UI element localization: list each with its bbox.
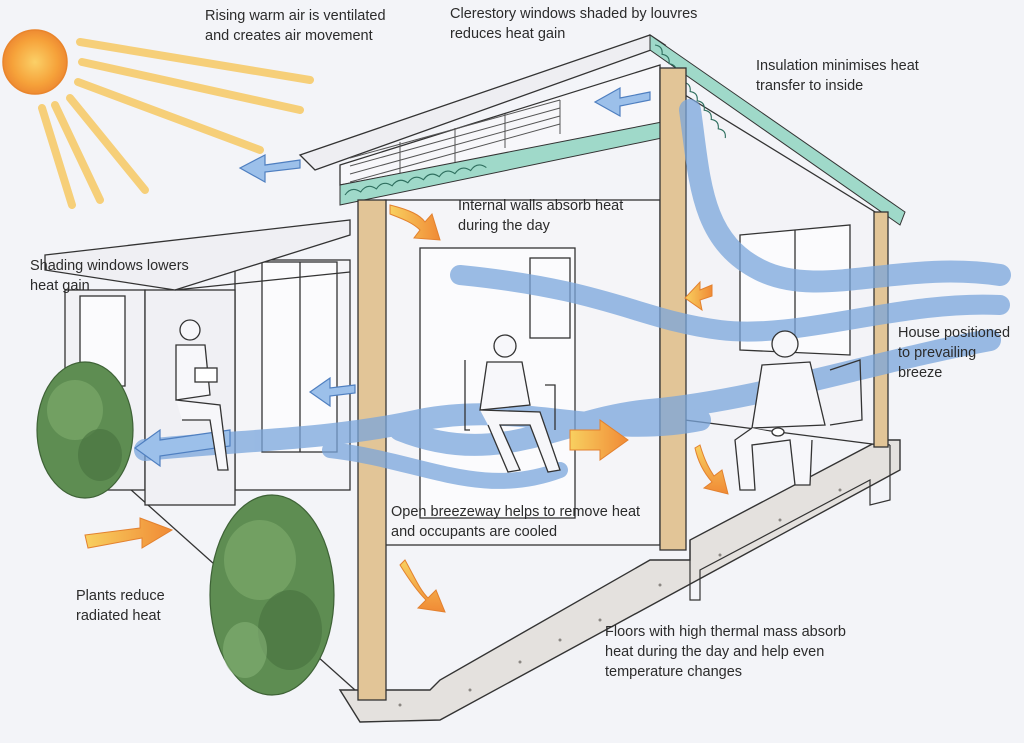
label-line: Clerestory windows shaded by louvres xyxy=(450,6,698,22)
label-line: Open breezeway helps to remove heat xyxy=(391,504,641,520)
breeze-arrows xyxy=(133,86,651,468)
label-shading-windows: Shading windows lowers heat gain xyxy=(30,256,189,296)
louvres xyxy=(349,99,561,183)
label-line: Rising warm air is ventilated xyxy=(205,8,386,24)
label-line: radiated heat xyxy=(76,608,161,624)
label-plants: Plants reduce radiated heat xyxy=(76,586,165,626)
label-internal-walls: Internal walls absorb heat during the da… xyxy=(458,196,623,236)
shrub-front xyxy=(209,494,335,696)
person-with-cup xyxy=(734,330,863,491)
label-line: House positioned xyxy=(898,325,1011,341)
shrub-left xyxy=(36,361,134,499)
label-line: reduces heat gain xyxy=(450,26,566,42)
label-line: temperature changes xyxy=(605,664,743,680)
label-floors-thermal-mass: Floors with high thermal mass absorb hea… xyxy=(605,622,846,682)
label-line: Shading windows lowers xyxy=(30,258,189,274)
person-sitting-middle xyxy=(464,334,561,473)
window-shade-awning xyxy=(44,219,351,291)
label-line: heat gain xyxy=(30,278,90,294)
heat-arrows xyxy=(84,204,729,613)
label-clerestory-windows: Clerestory windows shaded by louvres red… xyxy=(450,4,697,44)
label-line: Insulation minimises heat xyxy=(756,58,919,74)
label-line: and creates air movement xyxy=(205,28,373,44)
label-insulation: Insulation minimises heat transfer to in… xyxy=(756,56,919,96)
floor-slab xyxy=(338,439,901,723)
label-open-breezeway: Open breezeway helps to remove heat and … xyxy=(391,502,640,542)
label-house-positioned: House positioned to prevailing breeze xyxy=(898,323,1010,383)
sun-rays xyxy=(38,38,314,209)
breeze-flows xyxy=(134,99,1011,489)
sun xyxy=(2,29,314,209)
label-rising-warm-air: Rising warm air is ventilated and create… xyxy=(205,6,386,46)
label-line: Plants reduce xyxy=(76,588,165,604)
person-reading xyxy=(175,319,229,471)
label-line: transfer to inside xyxy=(756,78,864,94)
label-line: to prevailing xyxy=(898,345,977,361)
label-line: Floors with high thermal mass absorb xyxy=(605,624,846,640)
label-line: breeze xyxy=(898,365,943,381)
label-line: Internal walls absorb heat xyxy=(458,198,624,214)
label-line: during the day xyxy=(458,218,550,234)
label-line: and occupants are cooled xyxy=(391,524,558,540)
label-line: heat during the day and help even xyxy=(605,644,825,660)
